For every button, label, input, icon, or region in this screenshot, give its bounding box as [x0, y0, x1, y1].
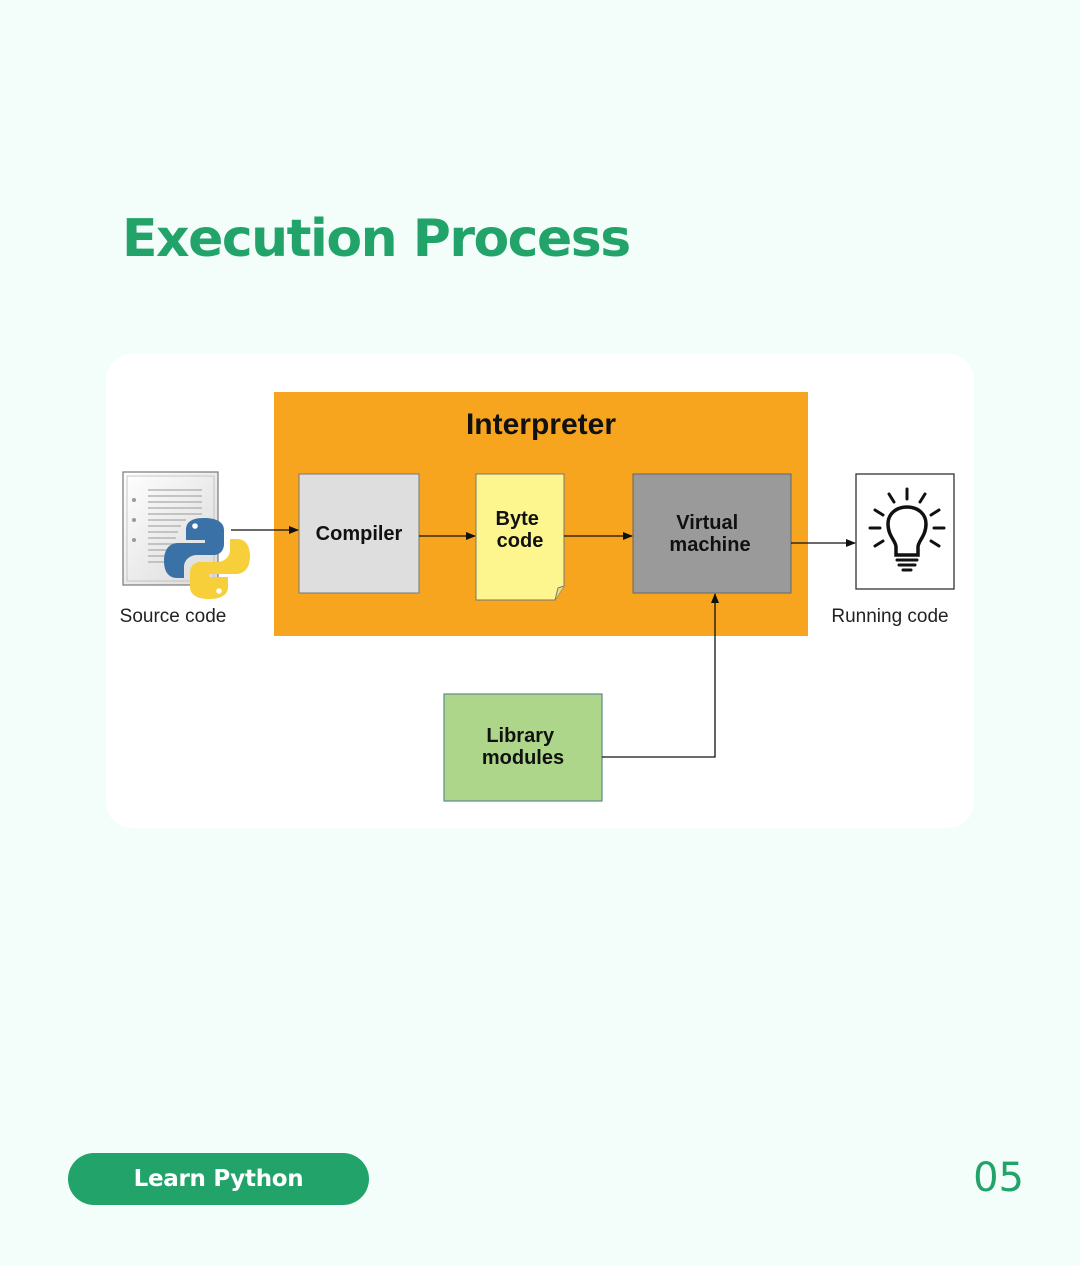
library-modules-label: Library modules	[482, 725, 564, 769]
compiler-box	[298, 473, 420, 594]
library-line-1: Library	[486, 725, 555, 747]
python-logo-icon	[164, 518, 250, 599]
diagram-card: Interpreter Compiler Byte code Virtual m…	[106, 354, 974, 828]
learn-python-pill: Learn Python	[68, 1153, 369, 1205]
bytecode-line-1: Byte	[496, 508, 539, 530]
bytecode-line-2: code	[497, 530, 544, 552]
page-title: Execution Process	[122, 209, 631, 269]
lightbulb-icon	[868, 487, 946, 572]
bytecode-label: Byte code	[496, 508, 545, 552]
virtual-machine-line-1: Virtual	[676, 512, 738, 534]
compiler-label: Compiler	[316, 523, 403, 545]
virtual-machine-label: Virtual machine	[669, 512, 750, 556]
execution-diagram: Interpreter Compiler Byte code Virtual m…	[120, 392, 955, 802]
library-modules-box	[443, 693, 603, 802]
arrow-library-to-vm	[602, 593, 719, 758]
bytecode-fold-icon	[554, 585, 565, 601]
virtual-machine-box	[632, 473, 792, 594]
running-code-caption: Running code	[831, 606, 948, 627]
library-line-2: modules	[482, 747, 564, 769]
page-number: 05	[973, 1155, 1024, 1201]
source-code-caption: Source code	[120, 606, 227, 627]
virtual-machine-line-2: machine	[669, 534, 750, 556]
interpreter-label: Interpreter	[466, 408, 616, 441]
